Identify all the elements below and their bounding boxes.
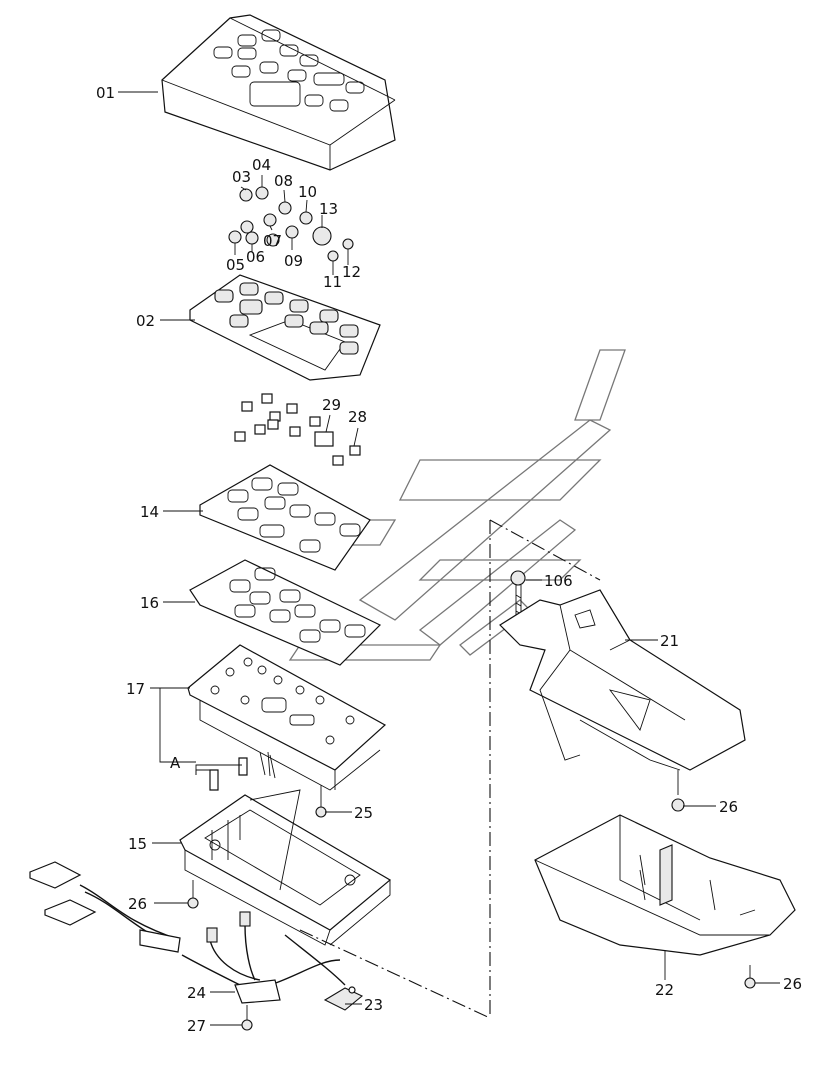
- label-106: 106: [544, 572, 573, 590]
- screw-part-26-right-bottom: [744, 965, 756, 989]
- wire-harness-part-24: [29, 861, 346, 1004]
- label-03: 03: [232, 168, 251, 186]
- label-11: 11: [323, 273, 342, 291]
- label-09: 09: [284, 252, 303, 270]
- label-17: 17: [126, 680, 145, 698]
- label-01: 01: [96, 84, 115, 102]
- label-12: 12: [342, 263, 361, 281]
- screw-part-26-right-top: [671, 770, 685, 812]
- rubber-sheet-part-02: [189, 274, 381, 381]
- label-13: 13: [319, 200, 338, 218]
- label-08: 08: [274, 172, 293, 190]
- reference-lines: [299, 519, 601, 1019]
- label-05: 05: [226, 256, 245, 274]
- part-labels: 01 03 04 05 06 07 08 09 10 11 12 13 02 2…: [96, 84, 802, 1035]
- top-cover-part-01: [161, 14, 396, 171]
- label-26-right-top: 26: [719, 798, 738, 816]
- leader-lines: [118, 91, 780, 1026]
- label-02: 02: [136, 312, 155, 330]
- small-cubes-parts-28-29: [234, 393, 361, 466]
- lower-cover-part-22: [534, 814, 796, 956]
- case-part-15: [179, 789, 392, 946]
- label-16: 16: [140, 594, 159, 612]
- label-A: A: [170, 754, 181, 772]
- screw-part-27: [241, 1005, 253, 1031]
- label-25: 25: [354, 804, 373, 822]
- screw-part-25: [315, 785, 327, 818]
- screw-part-26-left: [187, 880, 199, 909]
- label-07: 07: [263, 232, 282, 250]
- label-24: 24: [187, 984, 206, 1002]
- contact-board-part-14: [199, 464, 371, 571]
- label-21: 21: [660, 632, 679, 650]
- label-04: 04: [252, 156, 271, 174]
- switch-board-part-16: [189, 559, 382, 666]
- label-15: 15: [128, 835, 147, 853]
- label-28: 28: [348, 408, 367, 426]
- label-23: 23: [364, 996, 383, 1014]
- label-27: 27: [187, 1017, 206, 1035]
- label-26-left: 26: [128, 895, 147, 913]
- label-22: 22: [655, 981, 674, 999]
- label-10: 10: [298, 183, 317, 201]
- label-06: 06: [246, 248, 265, 266]
- label-26-right-bottom: 26: [783, 975, 802, 993]
- bulbs-part-A: [195, 757, 248, 791]
- connector-cap-part-23: [323, 986, 364, 1011]
- label-29: 29: [322, 396, 341, 414]
- bracket-part-21: [499, 589, 746, 771]
- circuit-board-part-17: [187, 644, 387, 791]
- label-14: 14: [140, 503, 159, 521]
